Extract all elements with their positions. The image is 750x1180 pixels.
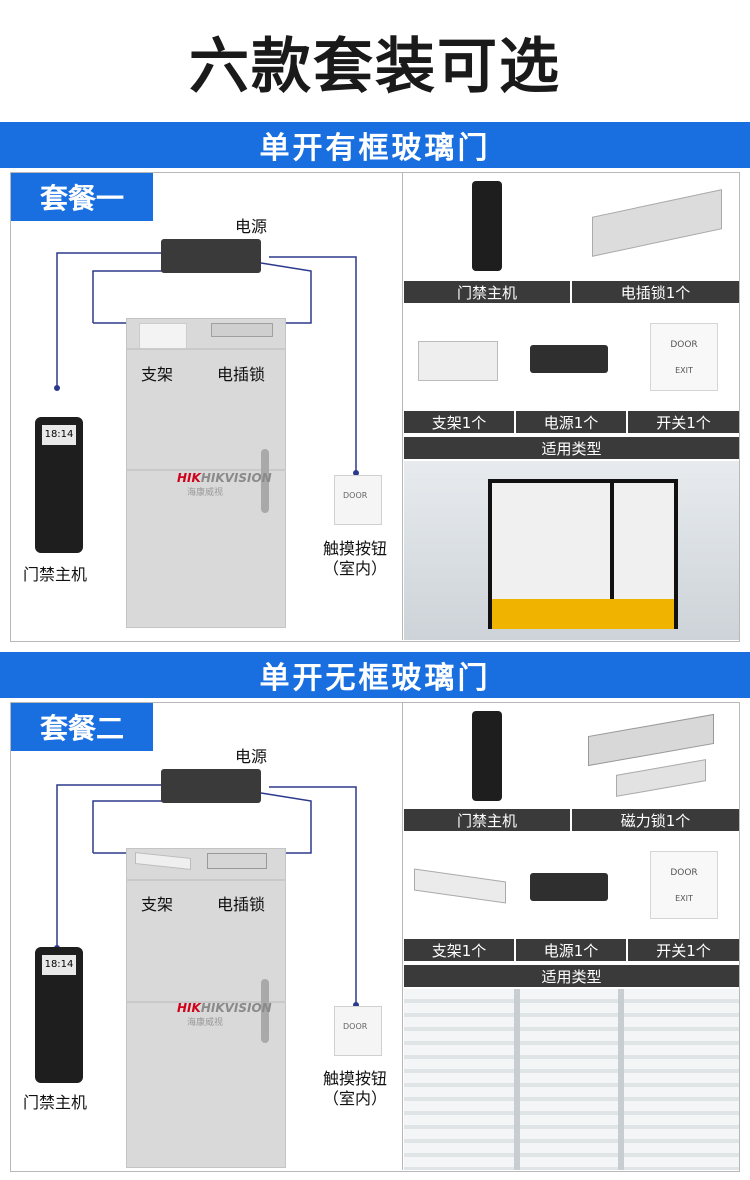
caption-lock: 磁力锁1个 [572,809,739,831]
page-title: 六款套装可选 [189,31,561,102]
button-sub-label: （室内） [323,1089,388,1108]
exit-button-icon: DOOR [334,475,382,525]
card-reader-icon: 18:14 [35,947,83,1083]
magnetic-lock-icon [588,713,714,767]
exit-button-icon: DOOR EXIT [650,851,718,919]
door-divider [126,348,286,350]
caption-power: 电源1个 [516,939,626,961]
product-cell-lock [572,703,738,807]
exit-button-icon: DOOR [334,1006,382,1056]
product-cell-reader [404,703,570,807]
wiring-diagram-2: 套餐二 电源 HIKHIKVISION 海康威视 支架 电插锁 18:14 门禁… [11,703,403,1170]
card-reader-icon: 18:14 [35,417,83,553]
electric-bolt-lock-icon [592,189,722,257]
brand-logo: HIKHIKVISION [177,471,272,485]
caption-switch: 开关1个 [628,411,739,433]
brand-subtitle: 海康威视 [187,488,224,498]
wiring-diagram-1: 套餐一 电源 HIKHIKVISION 海康威视 支架 电插锁 [11,173,403,640]
package-section-1: 套餐一 电源 HIKHIKVISION 海康威视 支架 电插锁 [10,172,740,642]
reader-label: 门禁主机 [23,565,88,584]
product-cell-bracket [404,833,514,937]
magnetic-lock-plate-icon [616,759,706,797]
lock-label: 电插锁 [217,895,266,914]
product-cell-switch: DOOR EXIT [628,305,739,409]
door-divider [126,469,286,471]
caption-type-header: 适用类型 [404,437,739,459]
product-grid-1: 门禁主机 电插锁1个 DOOR EXIT 支架1个 电源1个 开关1个 适用类型 [404,173,739,640]
frameless-glass-door-photo [404,989,739,1170]
brand-logo: HIKHIKVISION [177,1001,272,1015]
power-supply-icon [530,873,608,901]
exit-button-icon: DOOR EXIT [650,323,718,391]
plan-badge-1: 套餐一 [11,173,153,221]
brand-subtitle: 海康威视 [187,1018,224,1028]
power-supply-icon [530,345,608,373]
door-divider [126,879,286,881]
section-banner-2: 单开无框玻璃门 [0,652,750,698]
caption-bracket: 支架1个 [404,939,514,961]
section-banner-1: 单开有框玻璃门 [0,122,750,168]
power-label: 电源 [235,747,268,766]
product-cell-reader [404,173,570,279]
plan-badge-2: 套餐二 [11,703,153,751]
door-divider [126,1001,286,1003]
caption-type-header: 适用类型 [404,965,739,987]
lock-label: 电插锁 [217,365,266,384]
product-cell-lock [572,173,738,279]
magnetic-lock-icon [207,853,267,869]
product-cell-power [516,833,626,937]
door-handle [261,979,269,1043]
power-label: 电源 [235,217,268,236]
caption-reader: 门禁主机 [404,809,570,831]
power-supply-icon [161,239,261,273]
bracket-label: 支架 [141,895,174,914]
caption-power: 电源1个 [516,411,626,433]
package-section-2: 套餐二 电源 HIKHIKVISION 海康威视 支架 电插锁 18:14 门禁… [10,702,740,1172]
door-panel [126,848,286,1168]
product-grid-2: 门禁主机 磁力锁1个 DOOR EXIT 支架1个 电源1个 开关1个 适用类型 [404,703,739,1170]
door-handle [261,449,269,513]
product-cell-bracket [404,305,514,409]
product-cell-power [516,305,626,409]
caption-reader: 门禁主机 [404,281,570,303]
power-supply-icon [161,769,261,803]
framed-glass-door-photo [404,461,739,640]
bracket-icon [418,341,498,381]
button-sub-label: （室内） [323,559,388,578]
card-reader-icon [472,181,502,271]
reader-screen: 18:14 [42,425,76,445]
caption-lock: 电插锁1个 [572,281,739,303]
bracket-label: 支架 [141,365,174,384]
button-label: 触摸按钮 [323,539,388,558]
bracket-icon [139,323,187,349]
product-cell-switch: DOOR EXIT [628,833,739,937]
card-reader-icon [472,711,502,801]
caption-switch: 开关1个 [628,939,739,961]
caption-bracket: 支架1个 [404,411,514,433]
reader-label: 门禁主机 [23,1093,88,1112]
door-panel [126,318,286,628]
reader-screen: 18:14 [42,955,76,975]
bracket-icon [414,868,506,904]
electric-bolt-lock-icon [211,323,273,337]
button-label: 触摸按钮 [323,1069,388,1088]
